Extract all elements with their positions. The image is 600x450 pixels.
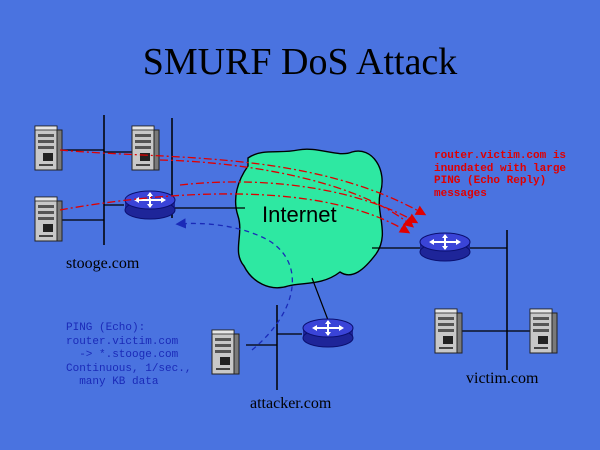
stooge-server-icon <box>34 196 63 242</box>
echo-reply-arrow <box>59 149 427 216</box>
attacker-note-line: Continuous, 1/sec., <box>66 362 192 375</box>
attacker-note: PING (Echo): router.victim.com -> *.stoo… <box>66 322 191 390</box>
page-title: SMURF DoS Attack <box>142 41 458 83</box>
victim-note-line: router.victim.com is <box>434 150 567 162</box>
echo-reply-arrow <box>179 181 419 224</box>
victim-router-icon <box>419 232 471 262</box>
ping-request-arrow <box>175 218 293 351</box>
victim-note-line: PING (Echo Reply) <box>434 175 547 187</box>
attacker-note-line: router.victim.com <box>66 335 179 348</box>
stooge-router-icon <box>124 190 176 220</box>
attacker-router-icon <box>302 318 354 348</box>
stooge-label: stooge.com <box>66 255 140 272</box>
victim-note: router.victim.com is inundated with larg… <box>434 150 566 200</box>
attacker-internet-link <box>311 277 329 321</box>
stooge-server-icon <box>131 125 160 171</box>
echo-reply-arrow <box>59 193 411 234</box>
attacker-label: attacker.com <box>250 395 332 412</box>
attacker-note-line: many KB data <box>66 376 159 388</box>
victim-label: victim.com <box>466 370 539 387</box>
victim-note-line: messages <box>434 187 487 200</box>
attacker-note-line: -> *.stooge.com <box>66 349 179 361</box>
echo-reply-arrow <box>159 159 414 228</box>
victim-server-icon <box>434 308 463 354</box>
internet-label: Internet <box>262 202 337 227</box>
attacker-note-line: PING (Echo): <box>66 322 146 334</box>
victim-note-line: inundated with large <box>434 162 567 175</box>
attacker-server-icon <box>211 329 240 375</box>
victim-server-icon <box>529 308 558 354</box>
stooge-server-icon <box>34 125 63 171</box>
